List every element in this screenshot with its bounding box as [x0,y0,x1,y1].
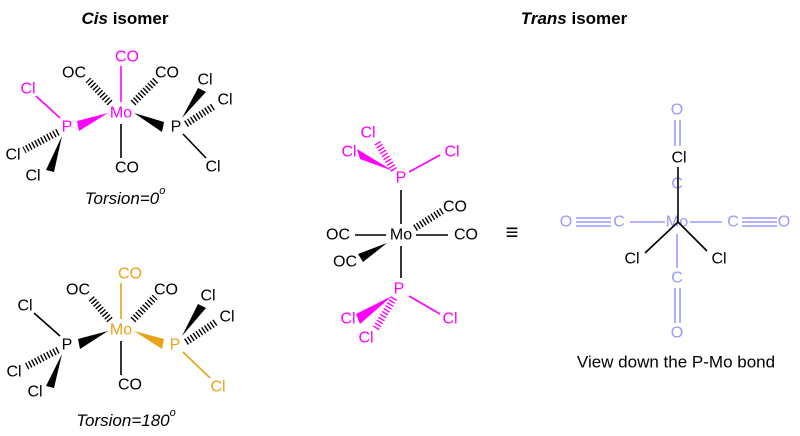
p-atom-left: P [62,337,73,354]
co-axial-top: CO [115,49,139,66]
co-axial-bottom: CO [118,377,142,394]
torsion-label-180: Torsion=180o [76,407,176,430]
cl-atom: Cl [444,144,459,161]
co-axial-bottom: CO [115,160,139,177]
cis-torsion-180-structure: Mo CO OC CO CO P Cl Cl Cl P Cl Cl Cl Tor… [6,266,234,430]
cl-atom: Cl [17,298,32,315]
cl-atom: Cl [442,311,457,328]
cl-atom: Cl [624,251,639,268]
p-atom-bottom: P [394,281,405,298]
torsion-label-0: Torsion=0o [85,185,166,208]
p-atom-top: P [396,170,407,187]
o-atom: O [671,325,683,342]
c-atom: C [671,176,683,193]
o-atom: O [560,214,572,231]
oc-ligand: OC [326,227,350,244]
oc-ligand: OC [333,254,357,271]
cl-atom: Cl [219,309,234,326]
c-atom: C [613,214,625,231]
cis-torsion-0-structure: Mo CO OC CO CO P Cl Cl Cl P Cl Cl Cl Tor… [5,49,232,208]
cl-atom: Cl [671,150,686,167]
cl-atom: Cl [217,92,232,109]
cl-atom: Cl [205,159,220,176]
newman-caption: View down the P-Mo bond [577,353,775,372]
cl-atom: Cl [360,125,375,142]
cl-atom: Cl [210,379,225,396]
cl-atom: Cl [25,168,40,185]
equivalence-symbol: ≡ [506,220,519,245]
trans-title: Trans isomer [521,9,628,28]
cl-atom: Cl [711,251,726,268]
oc-ligand: OC [62,65,86,82]
cl-atom: Cl [358,330,373,347]
o-atom: O [671,102,683,119]
cl-atom: Cl [6,364,21,381]
cl-atom: Cl [27,384,42,401]
o-atom: O [778,214,790,231]
co-axial-top: CO [118,266,142,283]
c-atom: C [671,270,683,287]
p-atom-left: P [62,119,73,136]
mo-atom: Mo [390,227,412,244]
c-atom: C [727,214,739,231]
newman-projection: O C Mo C O C O C O Cl Cl Cl View down th… [560,102,790,372]
co-ligand: CO [454,227,478,244]
cl-atom: Cl [340,311,355,328]
cl-atom: Cl [197,72,212,89]
cl-atom: Cl [200,288,215,305]
p-atom-right: P [170,337,181,354]
co-ligand: CO [443,199,467,216]
cl-atom: Cl [5,147,20,164]
co-ligand: CO [154,282,178,299]
cl-atom: Cl [20,81,35,98]
mo-atom: Mo [110,322,132,339]
mo-atom: Mo [110,105,132,122]
trans-structure: Mo OC CO CO OC P Cl Cl Cl P Cl Cl Cl [326,125,478,347]
cl-atom: Cl [341,144,356,161]
cis-title: Cis isomer [82,9,169,28]
oc-ligand: OC [66,282,90,299]
co-ligand: CO [155,65,179,82]
p-atom-right: P [171,119,182,136]
